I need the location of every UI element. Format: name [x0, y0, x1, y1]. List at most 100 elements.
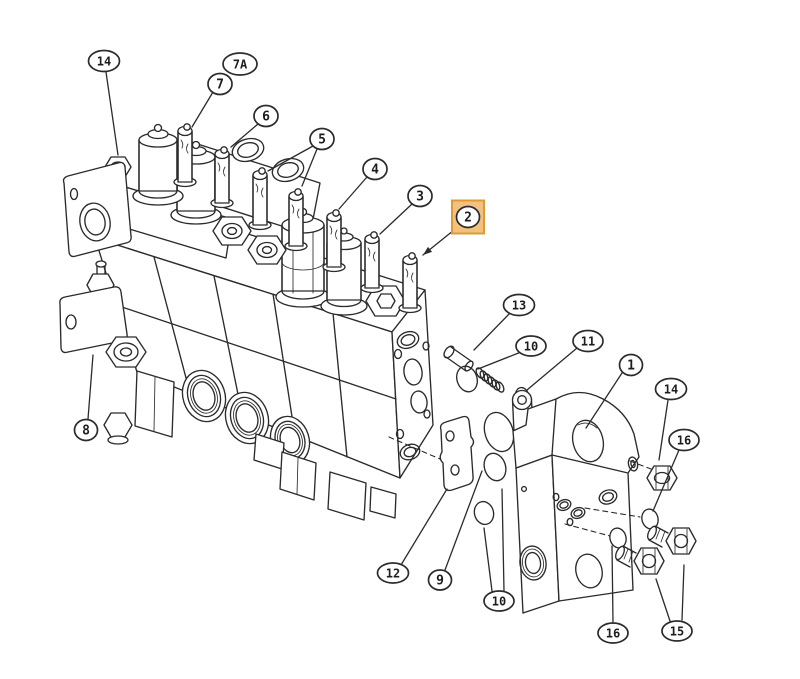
o-ring-9a	[483, 411, 515, 453]
callout-number: 10	[492, 595, 506, 609]
callout-3[interactable]: 3	[379, 184, 433, 235]
callout-16[interactable]: 16	[652, 428, 700, 512]
callout-14[interactable]: 14	[87, 49, 121, 156]
callout-number: 16	[677, 434, 691, 448]
leader-line	[87, 354, 94, 420]
leader-arrowhead	[423, 246, 433, 255]
plug-15b	[614, 545, 665, 575]
callout-balloon[interactable]	[572, 329, 604, 353]
stud-3	[360, 231, 384, 294]
callout-number: 8	[82, 424, 90, 439]
callout-8[interactable]: 8	[73, 354, 99, 442]
front-ports	[181, 369, 311, 465]
callout-balloon[interactable]	[502, 293, 536, 317]
callout-5[interactable]: 5	[267, 127, 335, 187]
callout-balloon[interactable]	[376, 562, 410, 584]
callout-number: 6	[262, 110, 270, 125]
callout-number: 16	[606, 627, 620, 641]
leader-line	[400, 488, 448, 566]
end-cover-block	[512, 391, 697, 614]
callout-balloon[interactable]	[207, 72, 233, 96]
leader-line	[105, 71, 119, 156]
stud-2	[398, 252, 422, 314]
leader-line	[655, 578, 671, 622]
hex-fitting	[105, 336, 147, 368]
callout-balloon[interactable]	[87, 49, 121, 73]
callout-10[interactable]: 10	[477, 335, 547, 370]
pin-13	[443, 345, 474, 372]
control-studs	[173, 123, 422, 314]
callout-balloon[interactable]	[455, 205, 481, 229]
leader-line	[191, 91, 214, 128]
callout-number: 3	[416, 190, 424, 205]
callout-6[interactable]: 6	[230, 104, 279, 148]
left-end-fittings	[59, 156, 147, 445]
leader-line	[526, 347, 578, 391]
exploded-parts	[388, 345, 535, 526]
callout-number: 4	[371, 163, 379, 178]
callout-number: 14	[664, 383, 678, 397]
callout-15[interactable]: 15	[655, 564, 693, 642]
leader-line	[658, 399, 669, 461]
leader-line	[681, 564, 685, 621]
callout-balloon[interactable]	[515, 335, 547, 357]
callout-balloon[interactable]	[253, 104, 279, 128]
leader-line	[585, 372, 623, 429]
spring	[475, 367, 505, 393]
callout-number: 10	[524, 340, 538, 354]
leader-line	[267, 145, 314, 172]
leader-line	[230, 123, 259, 148]
leader-line	[477, 351, 522, 370]
washer-right	[627, 456, 639, 472]
callout-number: 2	[464, 211, 472, 226]
leader-line	[483, 527, 493, 592]
callout-balloon[interactable]	[427, 569, 453, 591]
callout-number: 12	[386, 567, 400, 581]
callout-balloon[interactable]	[309, 127, 335, 151]
callout-number: 7A	[233, 58, 248, 72]
nut-14-right	[646, 465, 678, 491]
stud-5a	[248, 167, 272, 231]
o-ring-9b	[483, 452, 507, 482]
mounting-feet	[134, 370, 397, 521]
callout-number: 5	[318, 133, 326, 148]
callout-balloon[interactable]	[407, 184, 433, 208]
callout-2[interactable]: 2	[422, 199, 485, 256]
callout-number: 7	[216, 78, 224, 93]
small-hex-fitting	[103, 412, 133, 445]
callout-balloon[interactable]	[654, 377, 688, 401]
stud-4	[322, 209, 346, 273]
callout-balloon[interactable]	[222, 52, 258, 76]
callout-balloon[interactable]	[668, 428, 700, 452]
callout-7a[interactable]: 7A	[222, 52, 258, 76]
callout-number: 11	[581, 335, 595, 349]
callout-13[interactable]: 13	[473, 293, 536, 351]
o-ring-10b	[473, 500, 495, 526]
leader-line	[301, 148, 318, 187]
callout-balloon[interactable]	[597, 622, 629, 644]
callout-number: 14	[97, 55, 111, 69]
callout-7[interactable]: 7	[191, 72, 233, 128]
callout-balloon[interactable]	[661, 620, 693, 642]
plug-15a	[646, 525, 697, 555]
callout-number: 1	[627, 359, 635, 374]
callout-number: 15	[670, 625, 684, 639]
callout-14[interactable]: 14	[654, 377, 688, 461]
top-hex-plugs	[212, 216, 406, 317]
stud-5b	[284, 188, 308, 252]
callout-16[interactable]: 16	[597, 545, 629, 644]
leader-line	[611, 545, 614, 623]
leader-line	[379, 203, 413, 235]
callout-12[interactable]: 12	[376, 488, 448, 584]
callout-10[interactable]: 10	[483, 488, 515, 612]
callout-11[interactable]: 11	[526, 329, 604, 391]
callout-balloon[interactable]	[618, 353, 644, 377]
callout-balloon[interactable]	[73, 418, 99, 442]
callout-9[interactable]: 9	[427, 470, 483, 591]
callout-1[interactable]: 1	[585, 353, 644, 429]
callout-4[interactable]: 4	[338, 157, 388, 210]
callout-balloon[interactable]	[483, 590, 515, 612]
callout-balloon[interactable]	[362, 157, 388, 181]
